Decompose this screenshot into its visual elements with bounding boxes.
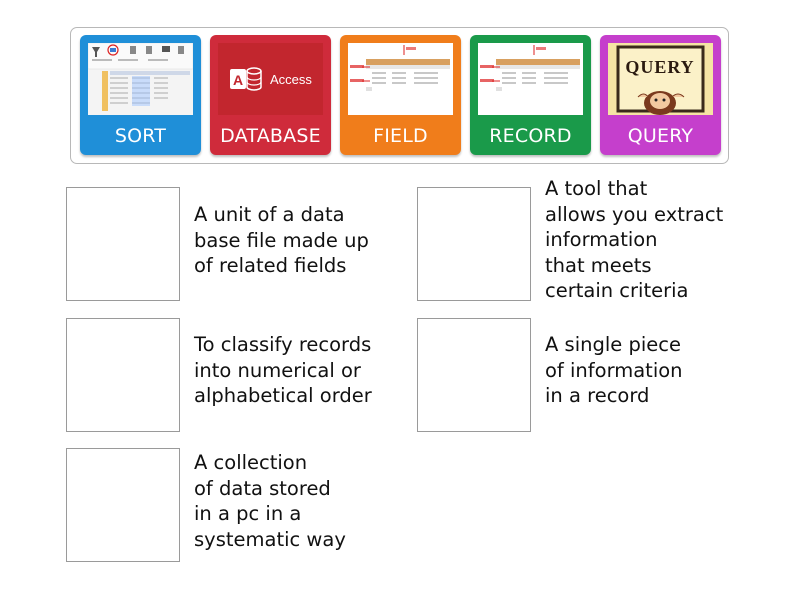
card-sort[interactable]: SORT: [80, 35, 201, 155]
query-sign-text: QUERY: [625, 57, 694, 77]
drop-slot-1[interactable]: [66, 187, 180, 301]
drop-slot-4[interactable]: [417, 318, 531, 432]
card-label: DATABASE: [220, 125, 321, 147]
table-record-image: [478, 43, 583, 115]
drop-slot-3[interactable]: [66, 318, 180, 432]
drop-slot-5[interactable]: [66, 448, 180, 562]
access-logo-letter: A: [233, 72, 243, 88]
table-field-image: [348, 43, 453, 115]
access-logo-text: Access: [270, 72, 312, 87]
card-label: SORT: [114, 125, 167, 147]
card-query[interactable]: QUERY QUERY: [600, 35, 721, 155]
definition-sort: To classify records into numerical or al…: [194, 333, 372, 407]
definition-database: A collection of data stored in a pc in a…: [194, 451, 346, 551]
card-label: QUERY: [627, 125, 694, 147]
access-logo-image: A Access: [218, 43, 323, 115]
query-cartoon-image: QUERY: [608, 43, 713, 115]
card-database[interactable]: A Access DATABASE: [210, 35, 331, 155]
sort-ribbon-image: [88, 43, 193, 115]
drop-slot-2[interactable]: [417, 187, 531, 301]
card-field[interactable]: FIELD: [340, 35, 461, 155]
definition-field: A single piece of information in a recor…: [545, 333, 683, 407]
definition-query: A tool that allows you extract informati…: [545, 177, 724, 302]
card-label: FIELD: [373, 125, 428, 147]
card-label: RECORD: [489, 125, 572, 147]
definition-record: A unit of a data base file made up of re…: [194, 203, 369, 277]
card-record[interactable]: RECORD: [470, 35, 591, 155]
